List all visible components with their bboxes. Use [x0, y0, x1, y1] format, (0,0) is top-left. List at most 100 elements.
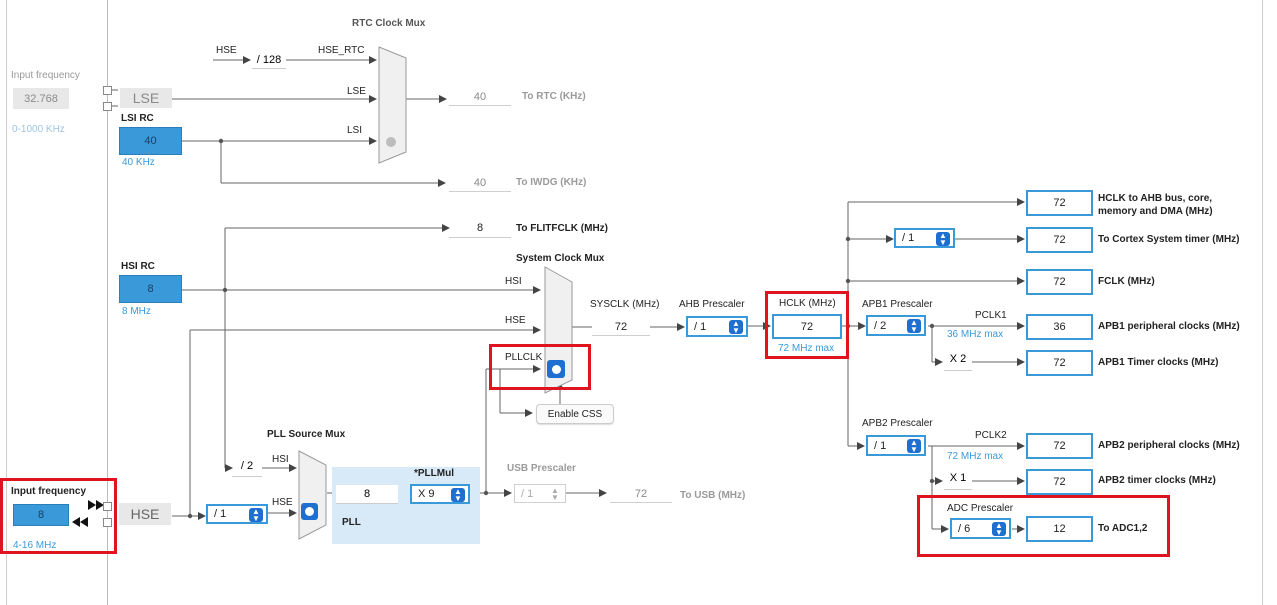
out-apb2-periph-label: APB2 peripheral clocks (MHz): [1098, 440, 1240, 451]
out-cortex-value[interactable]: 72: [1026, 227, 1093, 253]
frame-divider: [107, 0, 108, 605]
frame-right-border: [1262, 0, 1263, 605]
out-apb2-periph-value[interactable]: 72: [1026, 433, 1093, 459]
iwdg-value: 40: [449, 174, 511, 192]
flitfclk-value-text: 8: [476, 222, 484, 234]
lse-input-frequency-field[interactable]: 32.768: [13, 88, 69, 109]
out-adc-value[interactable]: 12: [1026, 516, 1093, 542]
lsi-rc-freq: 40 KHz: [122, 157, 155, 168]
hse-prediv-chevron-icon: ▲▼: [249, 508, 263, 523]
rtc-lsi-label: LSI: [347, 125, 363, 136]
adc-prescaler-select[interactable]: / 6 ▲▼: [950, 518, 1011, 539]
sysclk-value: 72: [592, 318, 650, 336]
pll-source-selected-radio[interactable]: [301, 503, 318, 520]
hse-pin-bottom: [103, 518, 112, 527]
radio-dot-icon: [551, 364, 561, 374]
apb2-prescaler-select[interactable]: / 1 ▲▼: [866, 435, 926, 456]
flitfclk-value: 8: [449, 219, 511, 238]
adc-prescaler-chevron-icon: ▲▼: [992, 522, 1006, 537]
hsi-rc-value[interactable]: 8: [119, 275, 182, 303]
hclk-value-field[interactable]: 72: [772, 314, 842, 339]
ahb-prescaler-select[interactable]: / 1 ▲▼: [686, 316, 748, 337]
apb2-timer-multiplier: X 1: [944, 472, 972, 490]
out-fclk-value[interactable]: 72: [1026, 269, 1093, 295]
hclk-max: 72 MHz max: [778, 343, 835, 354]
out-apb2-timer-value[interactable]: 72: [1026, 469, 1093, 495]
pll-mul-chevron-icon: ▲▼: [451, 488, 465, 503]
lse-label-box: LSE: [120, 88, 172, 108]
out-hclk-ahb-label: HCLK to AHB bus, core,: [1098, 193, 1213, 204]
pll-source-mux-title: PLL Source Mux: [267, 429, 346, 440]
sysmux-hsi-label: HSI: [505, 276, 522, 287]
rtc-mux-title: RTC Clock Mux: [352, 18, 426, 29]
sysclk-label: SYSCLK (MHz): [590, 299, 660, 310]
input-frequency-range-top: 0-1000 KHz: [12, 124, 65, 135]
highlight-hclk: [765, 291, 849, 359]
apb1-prescaler-select[interactable]: / 2 ▲▼: [866, 315, 926, 336]
out-fclk-label: FCLK (MHz): [1098, 276, 1155, 287]
apb1-prescaler-chevron-icon: ▲▼: [907, 319, 921, 334]
out-apb2-timer-label: APB2 timer clocks (MHz): [1098, 475, 1216, 486]
hsi-rc-title: HSI RC: [121, 261, 155, 272]
rtc-hse-label: HSE: [216, 45, 237, 56]
pll-block: [332, 467, 480, 544]
rtc-lse-label: LSE: [347, 86, 366, 97]
ahb-prescaler-label: AHB Prescaler: [679, 299, 745, 310]
flitfclk-label: To FLITFCLK (MHz): [516, 223, 609, 234]
hsi-rc-freq: 8 MHz: [122, 306, 151, 317]
usb-prescaler-select[interactable]: / 1 ▲▼: [514, 484, 566, 503]
usb-out-label: To USB (MHz): [680, 490, 746, 501]
cortex-timer-prescaler-select[interactable]: / 1 ▲▼: [894, 228, 955, 248]
adc-prescaler-value: / 6: [958, 522, 971, 535]
lse-pin-top: [103, 86, 112, 95]
pll-mul-select[interactable]: X 9 ▲▼: [410, 484, 470, 504]
hse-pin-top: [103, 502, 112, 511]
pclk1-label: PCLK1: [975, 310, 1007, 321]
highlight-hse-input: [0, 478, 117, 554]
apb1-timer-multiplier: X 2: [944, 353, 972, 371]
adc-prescaler-label: ADC Prescaler: [947, 503, 1014, 514]
out-adc-label: To ADC1,2: [1098, 523, 1148, 534]
frame-left-border: [6, 0, 7, 605]
apb2-prescaler-value: / 1: [874, 439, 887, 452]
rtc-out-value: 40: [449, 88, 511, 106]
highlight-pllclk: [489, 344, 591, 390]
ahb-prescaler-chevron-icon: ▲▼: [729, 320, 743, 335]
out-apb1-timer-value[interactable]: 72: [1026, 350, 1093, 376]
rtc-hse-rtc-label: HSE_RTC: [318, 45, 365, 56]
pclk1-max: 36 MHz max: [947, 329, 1004, 340]
input-frequency-label-bottom: Input frequency: [11, 486, 87, 497]
pll-hsi-div2-text: / 2: [240, 460, 254, 472]
lsi-rc-value[interactable]: 40: [119, 127, 182, 155]
pll-mul-value: X 9: [418, 488, 435, 500]
cortex-prescaler-chevron-icon: ▲▼: [936, 232, 950, 247]
pclk2-label: PCLK2: [975, 430, 1007, 441]
apb2-prescaler-label: APB2 Prescaler: [862, 418, 933, 429]
pll-input-value-text: 8: [363, 488, 371, 500]
usb-prescaler-value: / 1: [521, 487, 534, 500]
hclk-label: HCLK (MHz): [779, 298, 836, 309]
pll-src-hsi-label: HSI: [272, 454, 289, 465]
pll-mul-label: *PLLMul: [414, 468, 454, 479]
out-apb1-periph-value[interactable]: 36: [1026, 314, 1093, 340]
rtc-div128: / 128: [252, 52, 286, 69]
hse-input-frequency-field[interactable]: 8: [13, 504, 69, 526]
input-frequency-label-top: Input frequency: [11, 70, 80, 81]
hse-label-box: HSE: [119, 503, 171, 525]
pll-label: PLL: [342, 517, 361, 528]
hse-prediv-select[interactable]: / 1 ▲▼: [206, 504, 268, 524]
apb2-prescaler-chevron-icon: ▲▼: [907, 439, 921, 454]
highlight-adc: [917, 495, 1170, 557]
usb-prescaler-chevron-icon: ▲▼: [551, 486, 559, 502]
radio-dot-icon: [305, 507, 314, 516]
enable-css-button[interactable]: Enable CSS: [536, 404, 614, 424]
apb2-timer-multiplier-text: X 1: [949, 472, 967, 484]
out-hclk-ahb-value[interactable]: 72: [1026, 190, 1093, 216]
sysclk-pll-selected-radio[interactable]: [547, 360, 565, 378]
sysmux-hse-label: HSE: [505, 315, 526, 326]
usb-value: 72: [610, 485, 672, 503]
apb1-timer-multiplier-text: X 2: [949, 353, 967, 365]
lse-pin-bottom: [103, 102, 112, 111]
rtc-out-label: To RTC (KHz): [522, 91, 586, 102]
system-clock-mux-title: System Clock Mux: [516, 253, 605, 264]
